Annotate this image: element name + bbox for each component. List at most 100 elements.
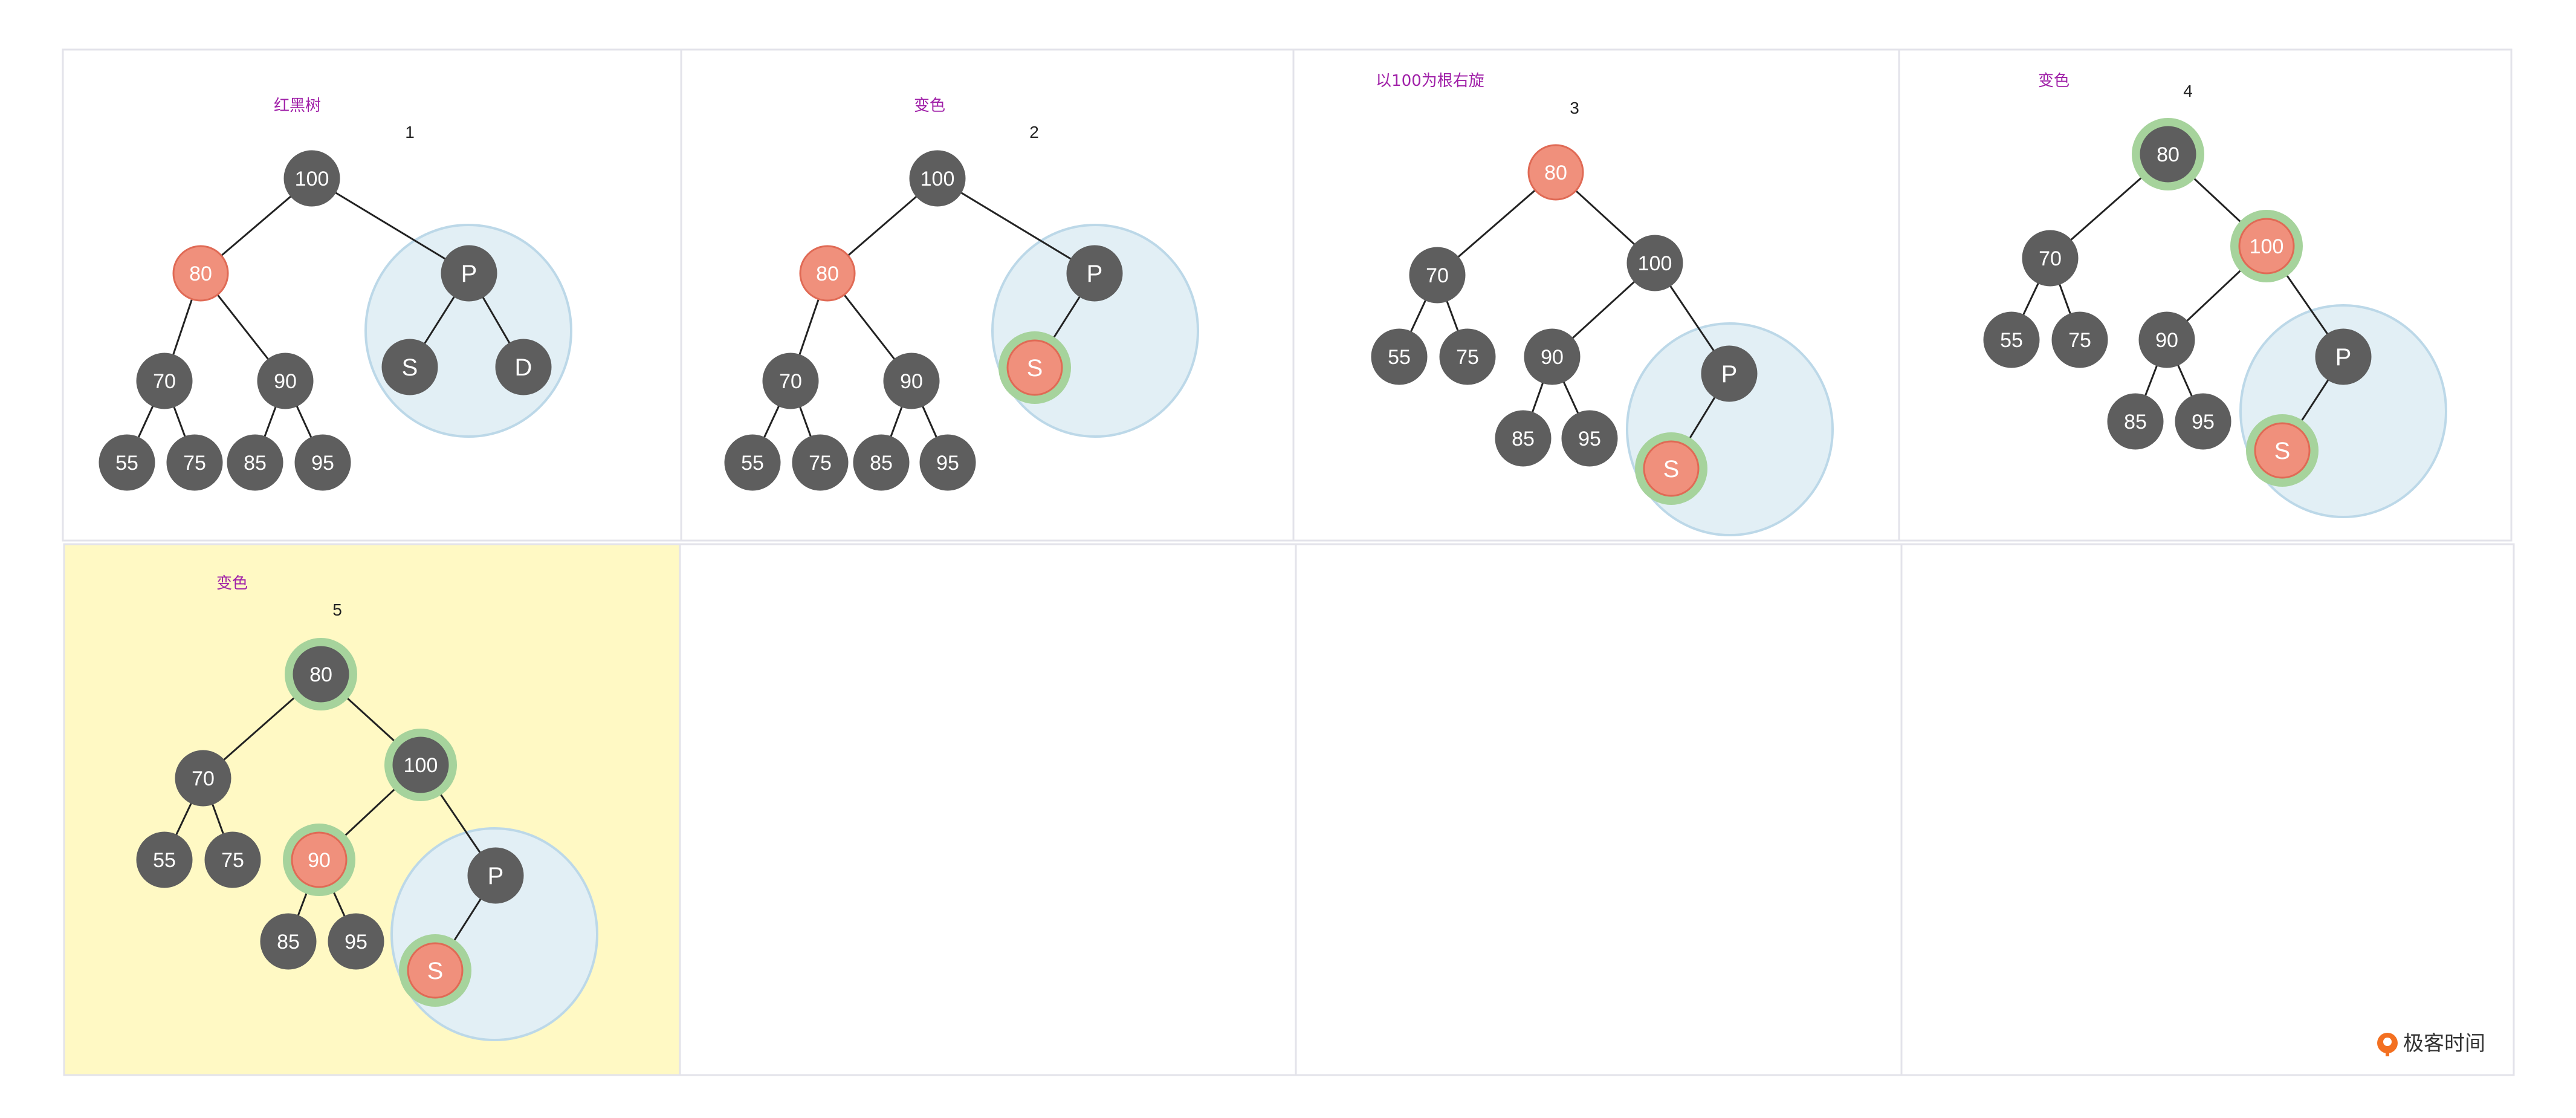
tree-node-90: 90 xyxy=(883,353,940,409)
panel-8 xyxy=(1900,543,2515,1076)
node-label: 85 xyxy=(244,452,267,475)
node-circle xyxy=(1439,328,1496,385)
tree-node-85: 85 xyxy=(2107,393,2164,450)
node-circle xyxy=(136,353,193,409)
node-label: 75 xyxy=(221,849,244,872)
node-label: 55 xyxy=(1388,346,1411,369)
node-circle xyxy=(1983,311,2040,368)
tree-node-80: 80 xyxy=(2132,118,2204,190)
node-circle xyxy=(1701,345,1758,402)
node-circle xyxy=(136,831,193,888)
node-circle xyxy=(853,434,910,491)
logo-stem xyxy=(2386,1047,2389,1056)
node-label: S xyxy=(402,354,418,381)
tree-node-100: 100 xyxy=(1626,235,1683,291)
node-circle xyxy=(1495,410,1552,467)
node-circle xyxy=(407,942,464,999)
tree-node-90: 90 xyxy=(2138,311,2195,368)
node-label: 55 xyxy=(2000,329,2023,352)
tree-node-75: 75 xyxy=(792,434,849,491)
geektime-logo-icon xyxy=(2377,1033,2398,1056)
node-circle xyxy=(467,847,524,904)
node-label: 75 xyxy=(183,452,206,475)
tree-node-P: P xyxy=(2315,328,2372,385)
tree-node-P: P xyxy=(1701,345,1758,402)
panel-7 xyxy=(1295,543,1903,1076)
node-label: 100 xyxy=(2250,235,2284,258)
node-circle xyxy=(293,646,349,703)
panels-layer xyxy=(62,48,2515,1076)
node-label: 70 xyxy=(2039,247,2062,270)
node-circle xyxy=(381,339,438,395)
node-circle xyxy=(294,434,351,491)
tree-node-70: 70 xyxy=(762,353,819,409)
node-circle xyxy=(260,913,317,970)
tree-node-55: 55 xyxy=(136,831,193,888)
node-label: 95 xyxy=(345,931,367,954)
node-circle xyxy=(175,750,231,807)
node-label: 95 xyxy=(2192,411,2215,434)
tree-node-100: 100 xyxy=(909,150,966,207)
node-circle xyxy=(1524,328,1581,385)
node-circle xyxy=(441,245,497,302)
tree-node-95: 95 xyxy=(328,913,384,970)
node-label: 70 xyxy=(192,767,215,790)
tree-node-75: 75 xyxy=(166,434,223,491)
panel-number: 2 xyxy=(1029,123,1039,141)
tree-node-90: 90 xyxy=(257,353,314,409)
node-circle xyxy=(1371,328,1428,385)
tree-node-95: 95 xyxy=(919,434,976,491)
tree-node-55: 55 xyxy=(99,434,155,491)
node-label: S xyxy=(427,958,444,984)
tree-node-P: P xyxy=(441,245,497,302)
node-label: P xyxy=(1721,361,1738,388)
panel-title: 红黑树 xyxy=(274,97,321,115)
node-circle xyxy=(291,831,348,888)
node-circle xyxy=(328,913,384,970)
node-label: S xyxy=(1663,456,1680,483)
node-label: 95 xyxy=(1578,427,1601,450)
tree-node-95: 95 xyxy=(294,434,351,491)
node-circle xyxy=(392,736,449,793)
node-circle xyxy=(172,245,229,302)
tree-node-80: 80 xyxy=(799,245,856,302)
tree-node-85: 85 xyxy=(227,434,283,491)
node-label: 90 xyxy=(900,370,923,393)
node-circle xyxy=(2315,328,2372,385)
tree-node-S: S xyxy=(1635,432,1707,505)
node-circle xyxy=(2238,218,2295,275)
tree-node-80: 80 xyxy=(285,638,357,710)
node-label: 95 xyxy=(311,452,334,475)
node-label: 80 xyxy=(189,262,212,285)
node-circle xyxy=(2051,311,2108,368)
tree-node-55: 55 xyxy=(1371,328,1428,385)
tree-node-55: 55 xyxy=(724,434,781,491)
tree-node-70: 70 xyxy=(175,750,231,807)
tree-node-90: 90 xyxy=(283,824,355,896)
node-circle xyxy=(2140,126,2196,183)
node-circle xyxy=(2138,311,2195,368)
node-circle xyxy=(257,353,314,409)
node-label: 70 xyxy=(779,370,802,393)
node-label: 80 xyxy=(2157,143,2180,166)
tree-node-S: S xyxy=(399,934,471,1007)
panel-number: 3 xyxy=(1570,99,1579,117)
node-label: 100 xyxy=(295,167,329,190)
tree-node-95: 95 xyxy=(2175,393,2231,450)
node-label: 55 xyxy=(153,849,176,872)
tree-node-70: 70 xyxy=(2022,230,2079,287)
node-label: P xyxy=(2335,344,2352,371)
tree-node-85: 85 xyxy=(260,913,317,970)
node-label: 85 xyxy=(2124,411,2147,434)
brand-text: 极客时间 xyxy=(2403,1032,2485,1056)
tree-node-P: P xyxy=(1066,245,1123,302)
panel-6 xyxy=(679,543,1297,1076)
node-label: 70 xyxy=(153,370,176,393)
node-label: 95 xyxy=(936,452,959,475)
node-circle xyxy=(2175,393,2231,450)
node-label: 100 xyxy=(1638,252,1672,275)
panel-number: 5 xyxy=(332,600,342,619)
node-label: P xyxy=(488,863,504,889)
